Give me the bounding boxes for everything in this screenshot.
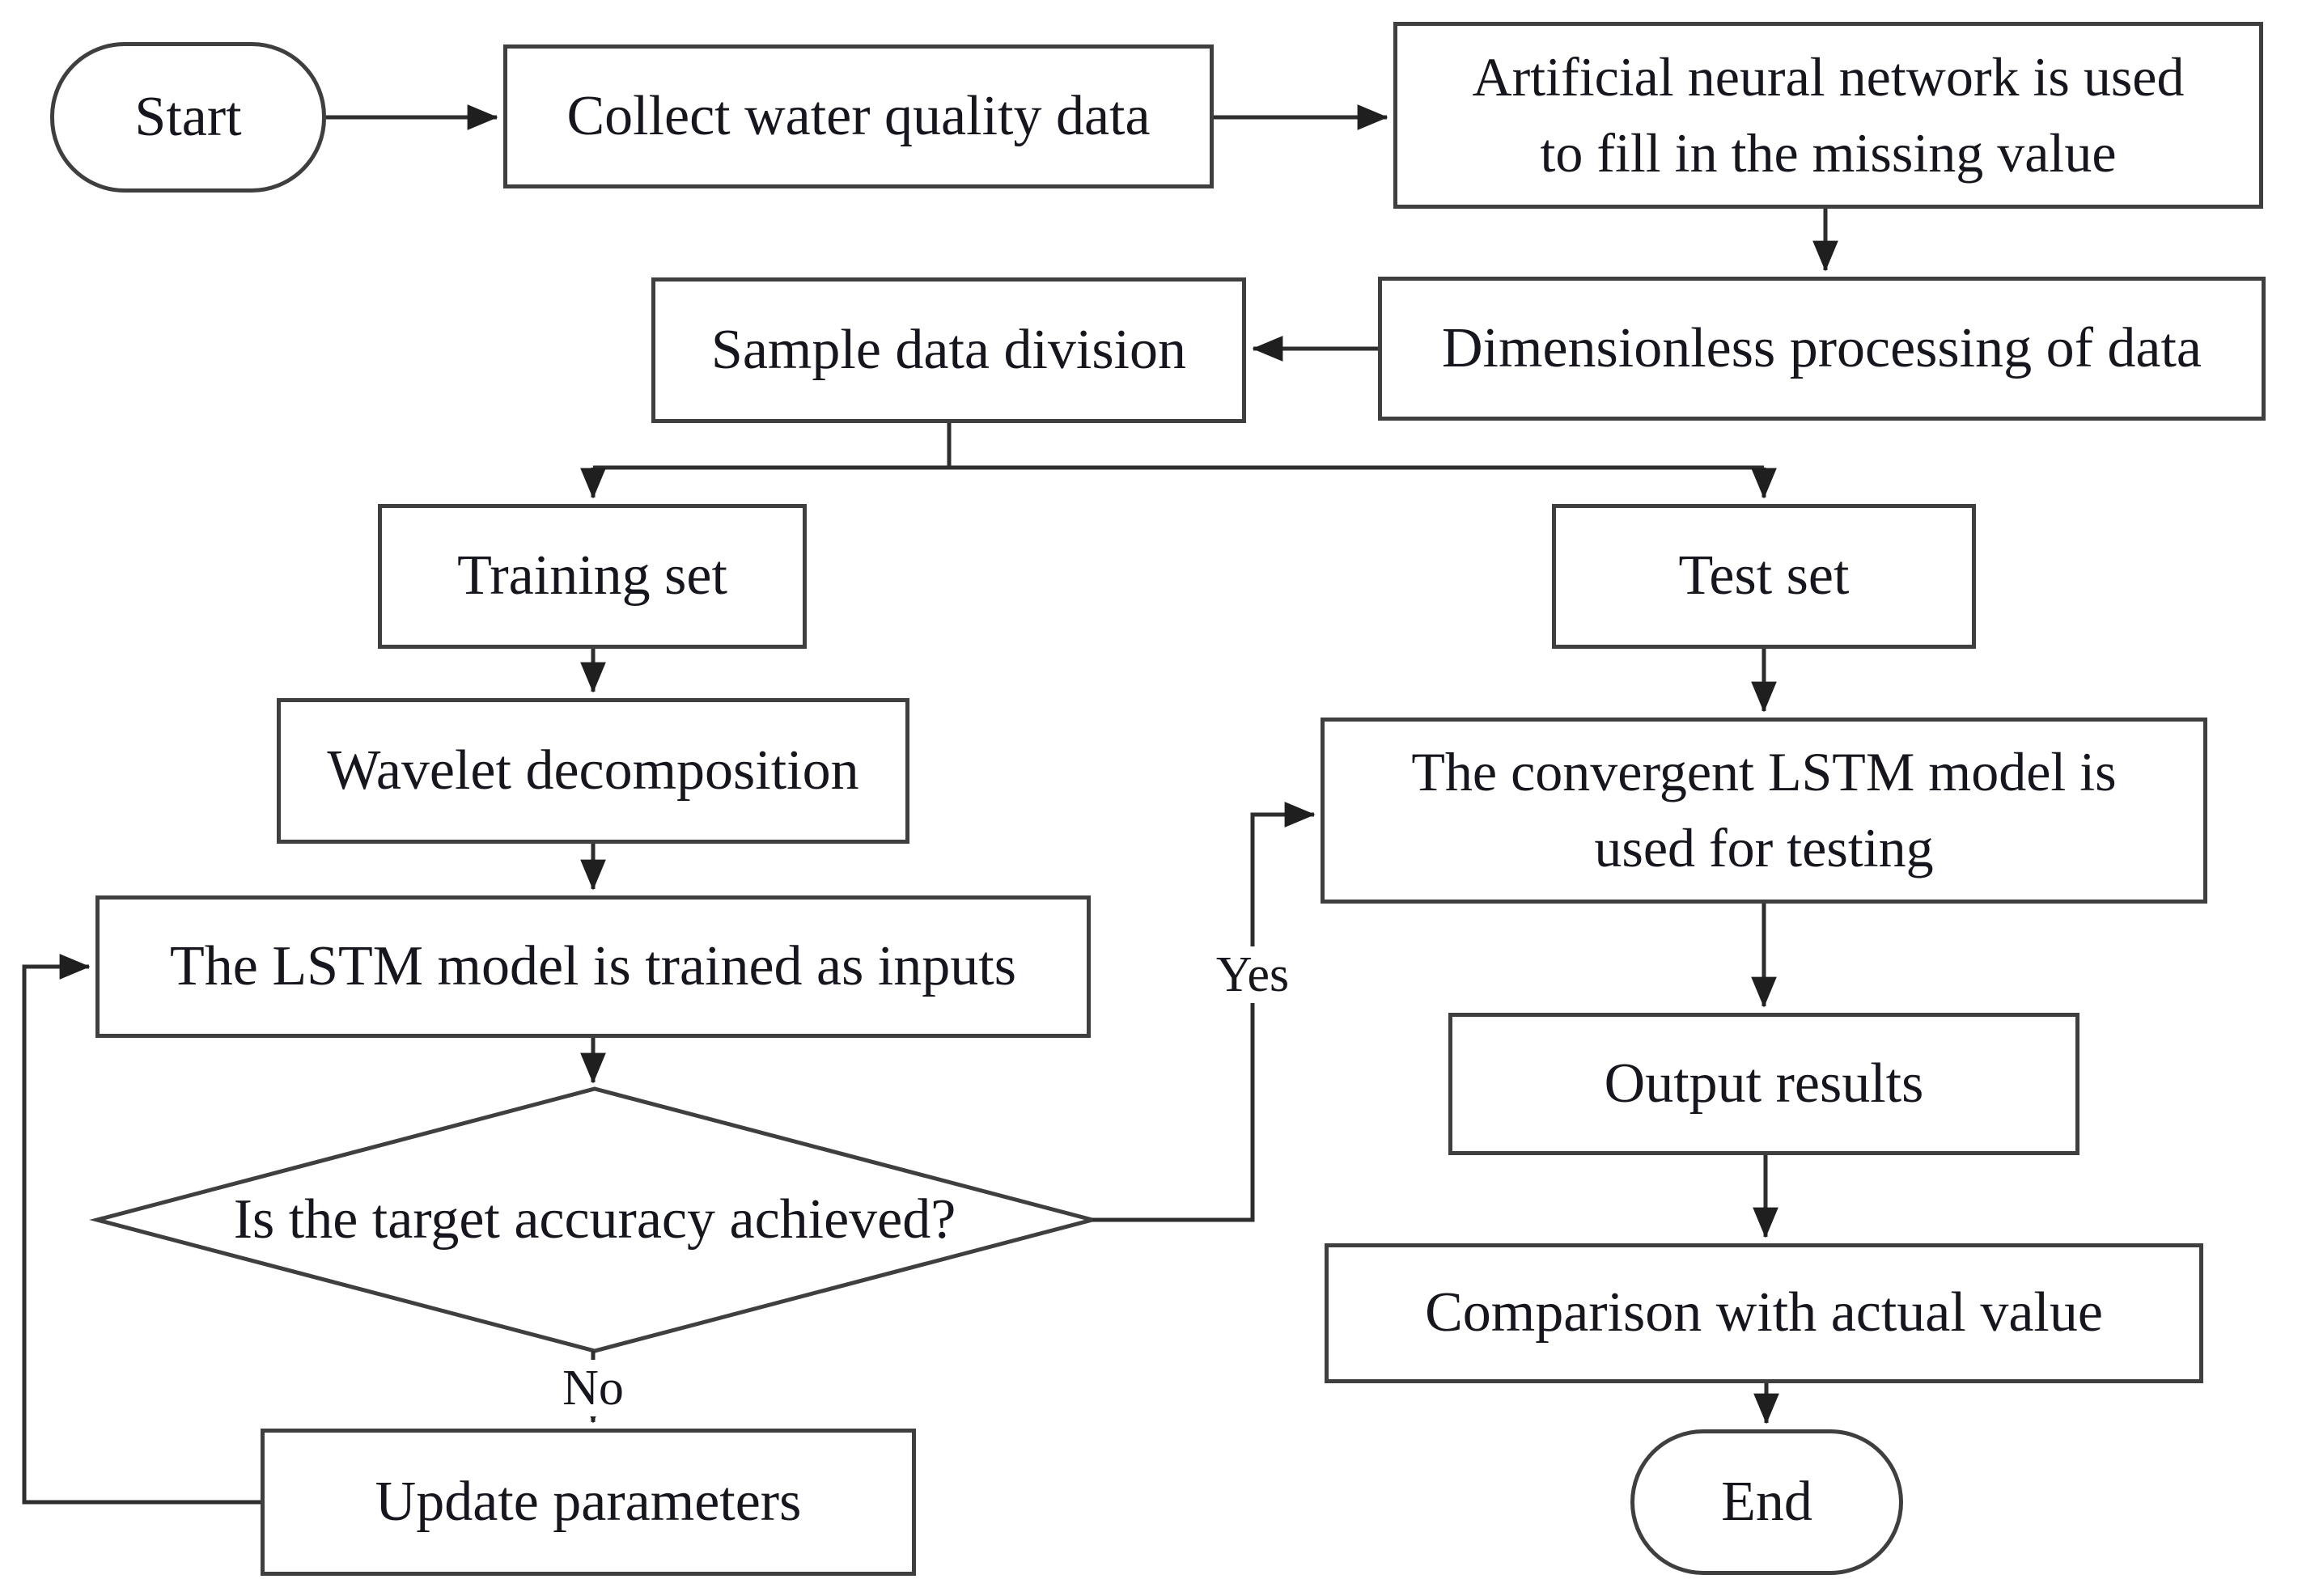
- node-training-set: Training set: [378, 504, 807, 649]
- edge-label-yes: Yes: [1202, 946, 1303, 1003]
- node-label-line: Artificial neural network is used: [1472, 45, 2185, 108]
- node-sample-data-division: Sample data division: [651, 277, 1246, 423]
- node-wavelet-decomposition: Wavelet decomposition: [277, 698, 909, 844]
- node-dimensionless-processing: Dimensionless processing of data: [1378, 277, 2266, 421]
- node-ann-fill-missing: Artificial neural network is used to fil…: [1393, 22, 2263, 209]
- node-decision-target-accuracy: Is the target accuracy achieved?: [233, 1188, 956, 1251]
- edge-decision-convergent-yes: [1092, 802, 1316, 1222]
- node-start: Start: [50, 42, 326, 193]
- node-comparison-actual-value: Comparison with actual value: [1325, 1243, 2203, 1383]
- node-output-results: Output results: [1448, 1013, 2079, 1155]
- node-end: End: [1630, 1429, 1903, 1575]
- node-update-parameters: Update parameters: [261, 1429, 916, 1576]
- edge-update-lstm-loop: [22, 954, 261, 1505]
- node-label-line: used for testing: [1594, 817, 1934, 878]
- edge-label-no: No: [549, 1360, 637, 1416]
- node-collect-data: Collect water quality data: [503, 44, 1214, 188]
- node-label-line: to fill in the missing value: [1540, 121, 2117, 184]
- node-convergent-lstm-testing: The convergent LSTM model is used for te…: [1321, 718, 2207, 904]
- node-label-line: The convergent LSTM model is: [1411, 741, 2117, 803]
- node-test-set: Test set: [1552, 504, 1976, 649]
- node-lstm-training: The LSTM model is trained as inputs: [95, 895, 1091, 1038]
